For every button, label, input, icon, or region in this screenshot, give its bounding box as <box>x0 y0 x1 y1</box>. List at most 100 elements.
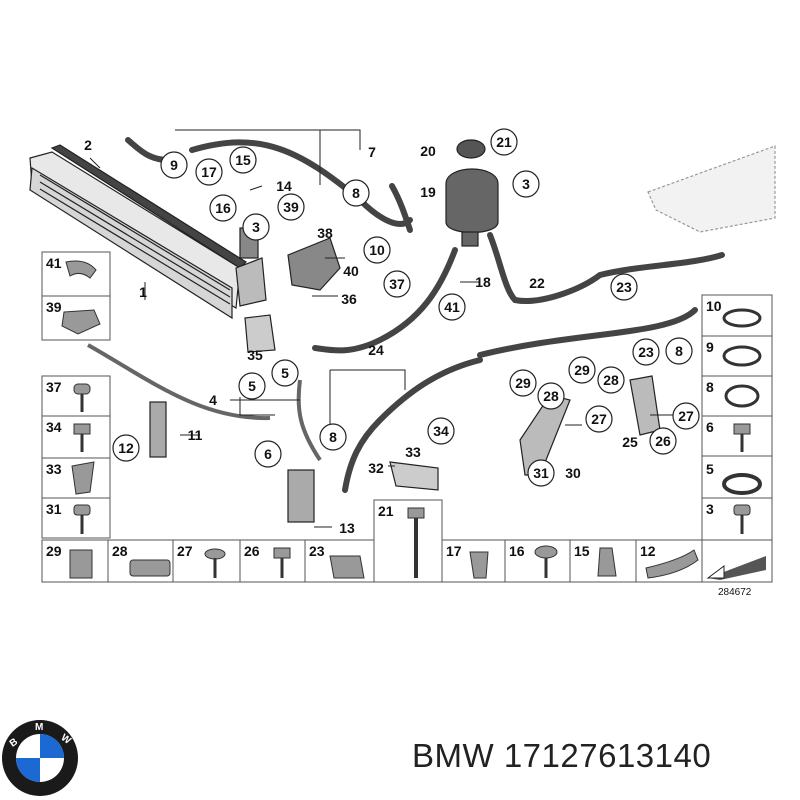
callout-27: 27 <box>585 405 613 433</box>
logo-letter: M <box>35 722 43 733</box>
callout-16: 16 <box>209 194 237 222</box>
grid-cell-number: 37 <box>46 379 62 395</box>
grid-cell-number: 16 <box>509 543 525 559</box>
callout-32: 32 <box>368 460 384 476</box>
callout-text: 11 <box>188 427 203 443</box>
part-number: 17127613140 <box>503 737 712 774</box>
callout-text: 2 <box>84 137 92 153</box>
callout-text: 3 <box>522 176 530 192</box>
callout-text: 36 <box>341 291 357 307</box>
callout-21: 21 <box>490 128 518 156</box>
callout-35: 35 <box>247 347 263 363</box>
callout-text: 33 <box>405 444 421 460</box>
callout-text: 31 <box>533 465 549 481</box>
grid-cell-number: 34 <box>46 419 62 435</box>
callout-circle <box>632 338 660 366</box>
callout-4: 4 <box>209 392 217 408</box>
callout-text: 22 <box>529 275 545 291</box>
bolt-icon <box>733 423 751 435</box>
callout-text: 6 <box>264 446 272 462</box>
clip-icon <box>71 461 95 495</box>
callout-40: 40 <box>343 263 359 279</box>
parts-grid <box>41 251 773 583</box>
callout-circle <box>585 405 613 433</box>
callout-5: 5 <box>238 372 266 400</box>
grid-cell-number: 39 <box>46 299 62 315</box>
callout-text: 1 <box>139 284 147 300</box>
hose-clamp-icon <box>724 384 760 408</box>
callout-text: 15 <box>235 152 251 168</box>
bmw-logo: B M W <box>2 720 78 796</box>
callout-3: 3 <box>242 213 270 241</box>
callout-text: 41 <box>444 299 460 315</box>
screw-icon <box>733 504 751 516</box>
cut-corner-symbol <box>706 556 766 580</box>
callout-19: 19 <box>420 184 436 200</box>
callout-29: 29 <box>509 369 537 397</box>
callout-37: 37 <box>383 270 411 298</box>
callout-3: 3 <box>512 170 540 198</box>
callout-11: 11 <box>188 427 203 443</box>
callout-text: 14 <box>276 178 292 194</box>
callout-8: 8 <box>319 423 347 451</box>
callout-text: 30 <box>565 465 581 481</box>
callout-text: 29 <box>574 362 590 378</box>
callout-6: 6 <box>254 440 282 468</box>
callout-text: 9 <box>170 157 178 173</box>
callout-33: 33 <box>405 444 421 460</box>
callout-38: 38 <box>317 225 333 241</box>
callout-circle <box>537 382 565 410</box>
callout-circle <box>319 423 347 451</box>
callout-circle <box>610 273 638 301</box>
callout-text: 27 <box>591 411 607 427</box>
radiator-illustration <box>29 144 267 320</box>
clip-icon <box>329 555 365 579</box>
callout-text: 19 <box>420 184 436 200</box>
callout-circle <box>342 179 370 207</box>
callout-circle <box>649 427 677 455</box>
callout-text: 23 <box>638 344 654 360</box>
grid-cell-number: 15 <box>574 543 590 559</box>
callout-circle <box>672 402 700 430</box>
callout-27: 27 <box>672 402 700 430</box>
callout-14: 14 <box>276 178 292 194</box>
callout-25: 25 <box>622 434 638 450</box>
callout-9: 9 <box>160 151 188 179</box>
callout-5: 5 <box>271 359 299 387</box>
callout-24: 24 <box>368 342 384 358</box>
callout-2: 2 <box>84 137 92 153</box>
callout-34: 34 <box>427 417 455 445</box>
diagram-reference-number: 284672 <box>718 587 752 598</box>
spacer-icon <box>69 549 93 579</box>
callout-29: 29 <box>568 356 596 384</box>
callout-23: 23 <box>610 273 638 301</box>
callout-circle <box>238 372 266 400</box>
callout-text: 26 <box>655 433 671 449</box>
callout-28: 28 <box>537 382 565 410</box>
clip-icon <box>597 547 617 577</box>
callout-text: 13 <box>339 520 355 536</box>
grid-cell-number: 23 <box>309 543 325 559</box>
illustration-artwork <box>29 137 776 523</box>
callout-circle <box>512 170 540 198</box>
callout-text: 3 <box>252 219 260 235</box>
callout-circle <box>254 440 282 468</box>
callout-18: 18 <box>475 274 491 290</box>
callout-text: 7 <box>368 144 376 160</box>
callout-13: 13 <box>339 520 355 536</box>
callout-20: 20 <box>420 143 436 159</box>
brand-part-number: BMW 17127613140 <box>412 737 711 775</box>
grid-cell-number: 27 <box>177 543 193 559</box>
callout-7: 7 <box>368 144 376 160</box>
callout-text: 5 <box>281 365 289 381</box>
callout-41: 41 <box>438 293 466 321</box>
callout-text: 32 <box>368 460 384 476</box>
callout-text: 17 <box>201 164 217 180</box>
callout-text: 4 <box>209 392 217 408</box>
callout-text: 28 <box>603 372 619 388</box>
hose-clamp-icon <box>722 345 762 367</box>
callout-15: 15 <box>229 146 257 174</box>
grid-cell-number: 41 <box>46 255 62 271</box>
